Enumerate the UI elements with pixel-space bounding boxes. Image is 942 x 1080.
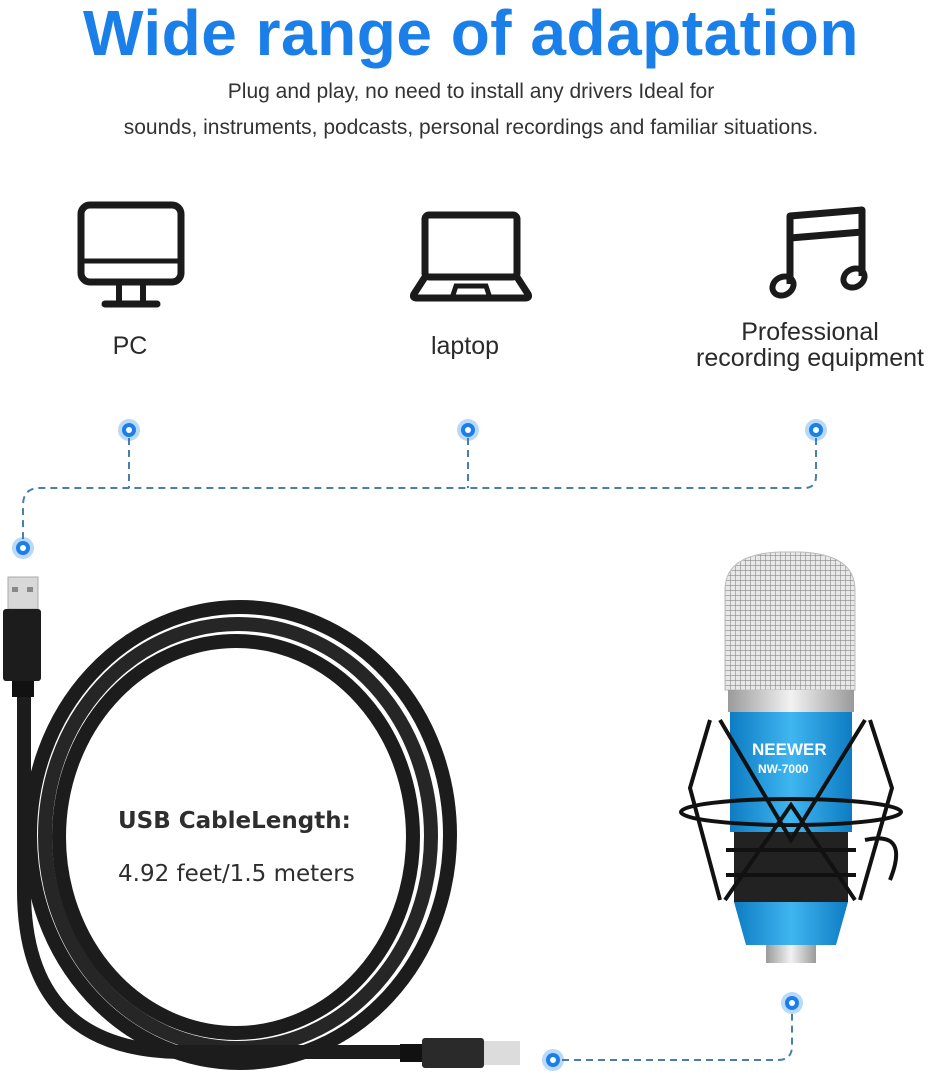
music-note-icon — [769, 206, 868, 299]
usb-a-plug — [3, 576, 41, 697]
subtitle-line-1: Plug and play, no need to install any dr… — [227, 80, 715, 103]
device-label-line-1: Professional — [741, 318, 879, 346]
microphone-image: NEEWER NW-7000 — [679, 551, 903, 963]
mic-brand-text: NEEWER — [752, 740, 827, 759]
connector-dot-icons — [12, 419, 827, 1071]
cable-length-value: 4.92 feet/1.5 meters — [118, 861, 355, 887]
device-label-line-2: recording equipment — [696, 344, 924, 372]
device-label-recording-equipment: Professional recording equipment — [678, 319, 942, 371]
cable-length-title: USB CableLength: — [118, 808, 351, 834]
page-title: Wide range of adaptation — [83, 0, 859, 69]
device-label-pc: PC — [112, 332, 148, 360]
subtitle-line-2: sounds, instruments, podcasts, personal … — [123, 116, 819, 139]
laptop-icon — [410, 211, 532, 302]
usb-b-plug — [400, 1038, 520, 1068]
mic-model-text: NW-7000 — [758, 762, 809, 776]
device-label-laptop: laptop — [430, 332, 500, 360]
desktop-monitor-icon — [77, 201, 185, 308]
usb-cable-image — [3, 576, 520, 1070]
